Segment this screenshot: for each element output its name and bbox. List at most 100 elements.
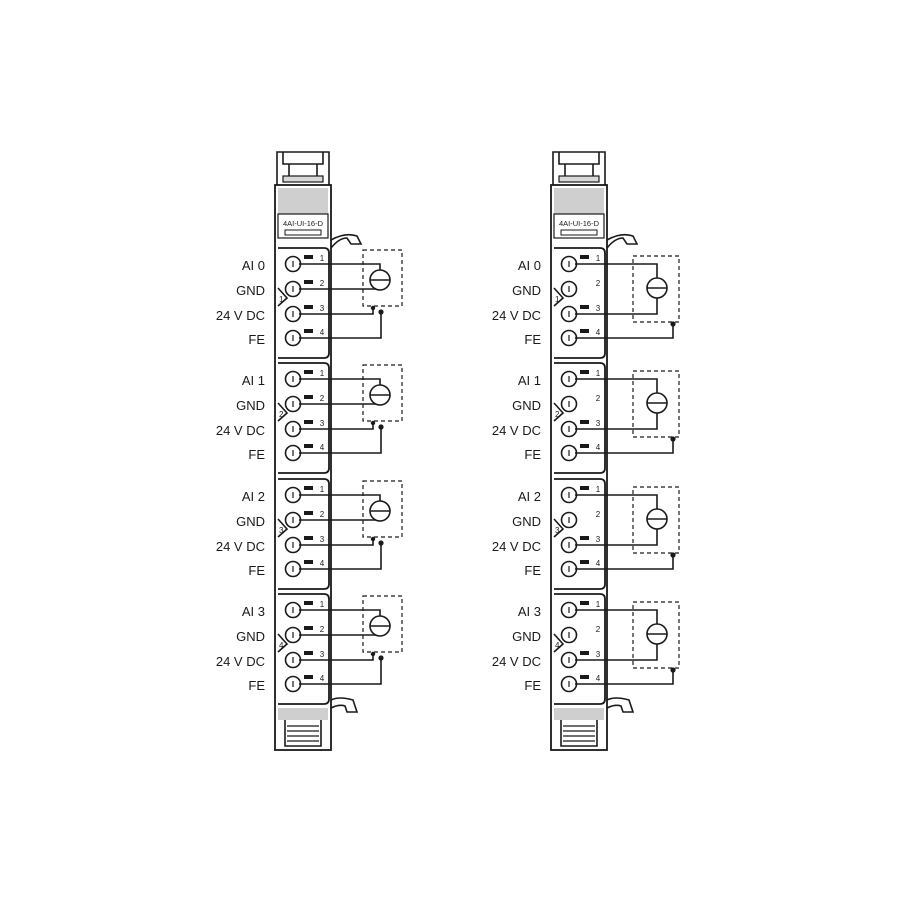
signal-label: GND — [236, 629, 265, 644]
signal-label: GND — [236, 514, 265, 529]
sensor-housing-dashed — [362, 595, 403, 653]
sensor-wiring-four-wire — [575, 601, 680, 685]
pin-number: 3 — [320, 304, 325, 313]
housing-top-gray — [278, 188, 328, 214]
channel-number: 2 — [279, 410, 284, 419]
top-latch-grip — [282, 152, 324, 165]
status-led — [580, 370, 589, 374]
return-wire — [575, 529, 658, 546]
shield-dot — [378, 309, 384, 315]
din-clip-bottom — [330, 697, 359, 713]
housing-top-gray — [554, 188, 604, 214]
top-latch-slot — [282, 175, 324, 183]
channel-number: 4 — [555, 641, 560, 650]
channel-number: 4 — [279, 641, 284, 650]
status-led — [580, 536, 589, 540]
pin-number: 1 — [320, 254, 325, 263]
supply-dot — [370, 651, 376, 657]
fe-wire — [575, 324, 674, 339]
channel-marker — [277, 518, 289, 538]
sensor-wiring-four-wire — [575, 370, 680, 454]
status-led — [304, 395, 313, 399]
signal-label: AI 2 — [518, 489, 541, 504]
status-led — [580, 329, 589, 333]
signal-label: 24 V DC — [492, 654, 541, 669]
model-plate-slot — [284, 229, 322, 236]
sensor-housing-dashed — [362, 249, 403, 307]
din-clip-top — [330, 233, 363, 249]
pin-number: 3 — [596, 650, 601, 659]
return-wire — [575, 413, 658, 430]
signal-label: AI 2 — [242, 489, 265, 504]
pin-number: 4 — [596, 674, 601, 683]
pin-number: 1 — [596, 254, 601, 263]
shield-dot — [670, 436, 676, 442]
din-clip-bottom — [606, 697, 635, 713]
status-led — [304, 675, 313, 679]
signal-label: AI 1 — [518, 373, 541, 388]
top-latch-grip — [558, 152, 600, 165]
return-wire — [575, 298, 658, 315]
pin-number: 3 — [596, 535, 601, 544]
terminal-pin: 324 V DC — [492, 304, 601, 323]
channel-marker — [553, 518, 565, 538]
top-latch — [276, 151, 330, 185]
pin-number: 1 — [320, 369, 325, 378]
fe-wire — [299, 312, 382, 339]
status-led — [304, 370, 313, 374]
signal-label: FE — [524, 447, 541, 462]
signal-label: 24 V DC — [216, 308, 265, 323]
signal-label: AI 1 — [242, 373, 265, 388]
status-led — [304, 280, 313, 284]
pin-number: 1 — [596, 369, 601, 378]
terminal-pin: 324 V DC — [216, 650, 325, 669]
channel-marker — [553, 402, 565, 422]
housing-bottom-gray — [554, 708, 604, 720]
pin-number: 3 — [320, 650, 325, 659]
shield-dot — [670, 667, 676, 673]
signal-label: GND — [236, 283, 265, 298]
signal-label: FE — [524, 332, 541, 347]
signal-label: GND — [512, 514, 541, 529]
terminal-pin: 1 AI 1 — [518, 369, 601, 388]
signal-wire — [575, 263, 658, 278]
sensor-wiring-four-wire — [575, 255, 680, 339]
channel-marker — [277, 287, 289, 307]
status-led — [304, 536, 313, 540]
terminal-pin: 1AI 3 — [242, 600, 325, 619]
signal-label: GND — [512, 283, 541, 298]
signal-wire — [575, 494, 658, 509]
channel-number: 1 — [279, 295, 284, 304]
signal-label: 24 V DC — [492, 308, 541, 323]
signal-label: GND — [512, 629, 541, 644]
sensor-housing-dashed — [362, 364, 403, 422]
sensor-wiring-four-wire — [575, 486, 680, 570]
signal-label: FE — [248, 563, 265, 578]
model-label: 4AI-UI-16-D — [283, 219, 324, 228]
terminal-pin: 324 V DC — [216, 535, 325, 554]
pin-number: 1 — [320, 600, 325, 609]
pin-number: 4 — [320, 443, 325, 452]
fe-wire — [575, 439, 674, 454]
pin-number: 2 — [320, 625, 325, 634]
pin-number: 1 — [320, 485, 325, 494]
pin-number: 4 — [596, 328, 601, 337]
status-led — [580, 444, 589, 448]
status-led — [304, 601, 313, 605]
pin-number: 4 — [596, 443, 601, 452]
status-led — [580, 420, 589, 424]
terminal-pin: 324 V DC — [216, 419, 325, 438]
status-led — [304, 329, 313, 333]
pin-number: 3 — [320, 535, 325, 544]
signal-label: 24 V DC — [492, 539, 541, 554]
status-led — [304, 255, 313, 259]
